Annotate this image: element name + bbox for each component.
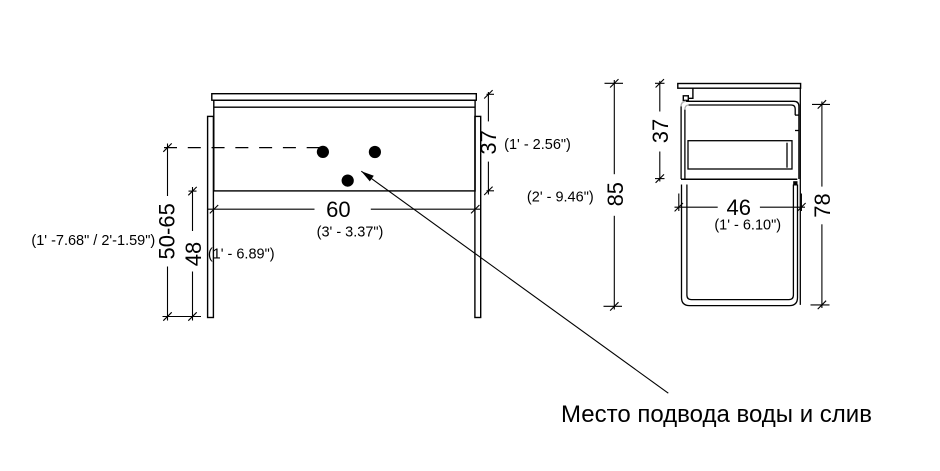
svg-text:60: 60 [326,197,350,222]
svg-text:(1' - 6.10"): (1' - 6.10") [714,218,781,234]
svg-text:78: 78 [810,193,835,217]
svg-text:46: 46 [727,195,751,220]
svg-text:(1' - 2.56"): (1' - 2.56") [504,137,571,153]
svg-text:50-65: 50-65 [155,203,180,259]
svg-text:Место подвода воды и слив: Место подвода воды и слив [561,401,872,428]
svg-text:37: 37 [476,130,501,154]
svg-text:48: 48 [181,242,206,266]
svg-text:(1' - 6.89"): (1' - 6.89") [208,247,275,263]
svg-text:(3' - 3.37"): (3' - 3.37") [317,224,384,240]
svg-text:37: 37 [648,119,673,143]
svg-text:(2' - 9.46"): (2' - 9.46") [527,190,594,206]
svg-text:85: 85 [603,182,628,206]
svg-text:(1' -7.68" / 2'-1.59"): (1' -7.68" / 2'-1.59") [31,233,155,249]
